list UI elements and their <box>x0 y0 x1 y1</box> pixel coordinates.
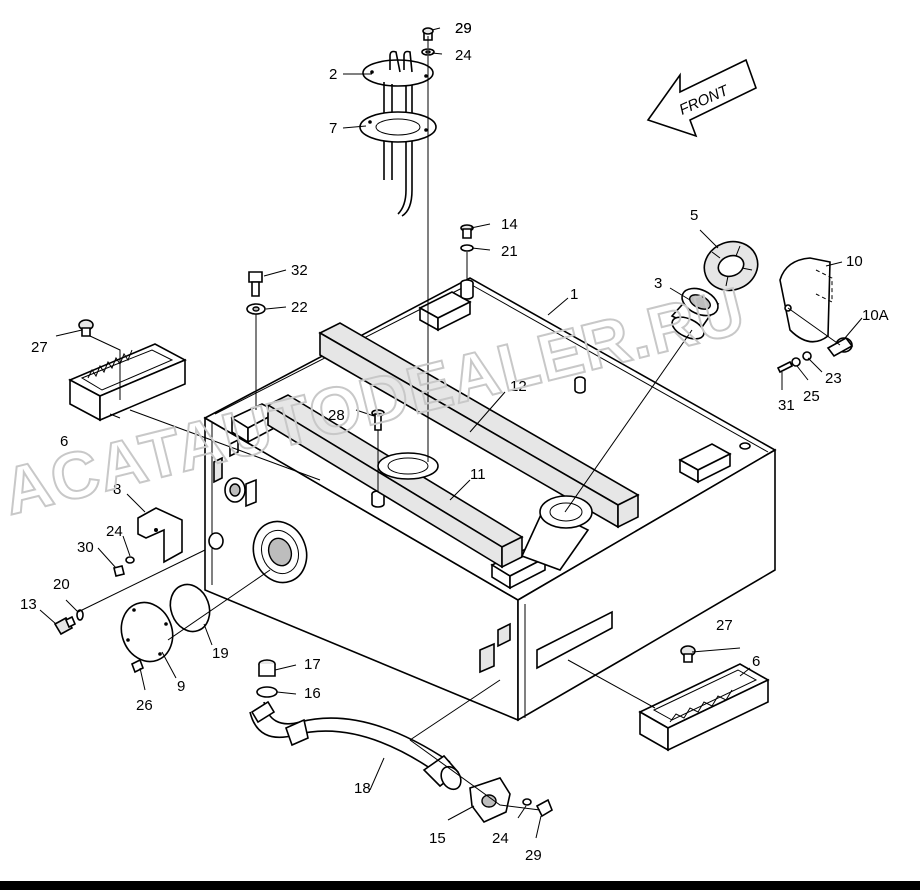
side-fitting <box>208 438 257 550</box>
callout-12: 12 <box>510 378 527 395</box>
screw-14 <box>460 224 474 239</box>
callout-labels: 29 29 24 2 7 14 21 32 22 5 3 1 10 10A 23… <box>20 20 889 864</box>
callout-14: 14 <box>501 216 518 233</box>
bracket-8 <box>137 507 183 564</box>
cover-plate-9 <box>120 601 174 663</box>
gasket-20 <box>76 609 84 621</box>
screw-29-top <box>422 27 434 41</box>
washer-24-bottom <box>522 798 532 806</box>
washer-21 <box>460 244 474 252</box>
cap-bracket <box>779 257 833 343</box>
callout-15: 15 <box>429 830 446 847</box>
callout-19: 19 <box>212 645 229 662</box>
callout-24-top: 24 <box>455 47 472 64</box>
fitting-17 <box>258 659 276 677</box>
filler-neck <box>520 495 593 571</box>
small-hardware-23-25-31 <box>776 351 812 374</box>
callout-9: 9 <box>177 678 185 695</box>
callout-27-right: 27 <box>716 617 733 634</box>
washer-24-left <box>125 556 135 564</box>
callout-8: 8 <box>113 481 121 498</box>
callout-10: 10 <box>846 253 863 270</box>
callout-28: 28 <box>328 407 345 424</box>
callout-27-left: 27 <box>31 339 48 356</box>
step-bracket-left <box>68 343 187 422</box>
bolt-28 <box>371 409 385 431</box>
callout-20: 20 <box>53 576 70 593</box>
callout-6-left: 6 <box>60 433 68 450</box>
callout-10a: 10A <box>862 307 889 324</box>
screw-30 <box>113 565 125 577</box>
sender-opening <box>377 452 439 480</box>
callout-23: 23 <box>825 370 842 387</box>
callout-1: 1 <box>570 286 578 303</box>
callout-29-bottom: 29 <box>525 847 542 864</box>
callout-18: 18 <box>354 780 371 797</box>
leader-lines <box>39 27 863 839</box>
callout-6-right: 6 <box>752 653 760 670</box>
rubber-strip-12 <box>318 322 640 529</box>
callout-30: 30 <box>77 539 94 556</box>
filler-strainer <box>670 287 720 340</box>
callout-24-bottom: 24 <box>492 830 509 847</box>
callout-22: 22 <box>291 299 308 316</box>
washer-24-top <box>421 48 435 56</box>
step-bracket-right <box>638 663 770 752</box>
bolt-27-left <box>78 319 94 337</box>
front-arrow: FRONT <box>646 58 757 138</box>
screw-29-bottom <box>535 798 553 818</box>
callout-11: 11 <box>470 466 486 483</box>
callout-5: 5 <box>690 207 698 224</box>
callout-29-top: 29 <box>455 20 472 37</box>
fuel-sender-unit <box>362 50 434 217</box>
plug-13 <box>53 615 77 636</box>
washer-22 <box>246 303 266 315</box>
bolt-27-right <box>680 645 696 663</box>
o-ring-16 <box>256 686 278 698</box>
drain-flange <box>252 520 308 584</box>
callout-17: 17 <box>304 656 321 673</box>
filler-cap <box>703 240 759 292</box>
o-ring-19 <box>169 583 211 633</box>
callout-21: 21 <box>501 243 518 260</box>
callout-3: 3 <box>654 275 662 292</box>
hose-18 <box>249 700 462 791</box>
callout-13: 13 <box>20 596 37 613</box>
callout-16: 16 <box>304 685 321 702</box>
callout-7: 7 <box>329 120 337 137</box>
bolt-26 <box>130 658 145 674</box>
callout-25: 25 <box>803 388 820 405</box>
bolt-32 <box>248 271 263 297</box>
sender-gasket <box>359 111 437 143</box>
bottom-border <box>0 881 920 890</box>
callout-24-left: 24 <box>106 523 123 540</box>
connector-15 <box>469 777 511 823</box>
callout-31: 31 <box>778 397 795 414</box>
bracket-fitting-10a <box>826 336 854 358</box>
callout-32: 32 <box>291 262 308 279</box>
callout-26: 26 <box>136 697 153 714</box>
callout-2: 2 <box>329 66 337 83</box>
callout-29-top: 29 <box>455 20 472 37</box>
